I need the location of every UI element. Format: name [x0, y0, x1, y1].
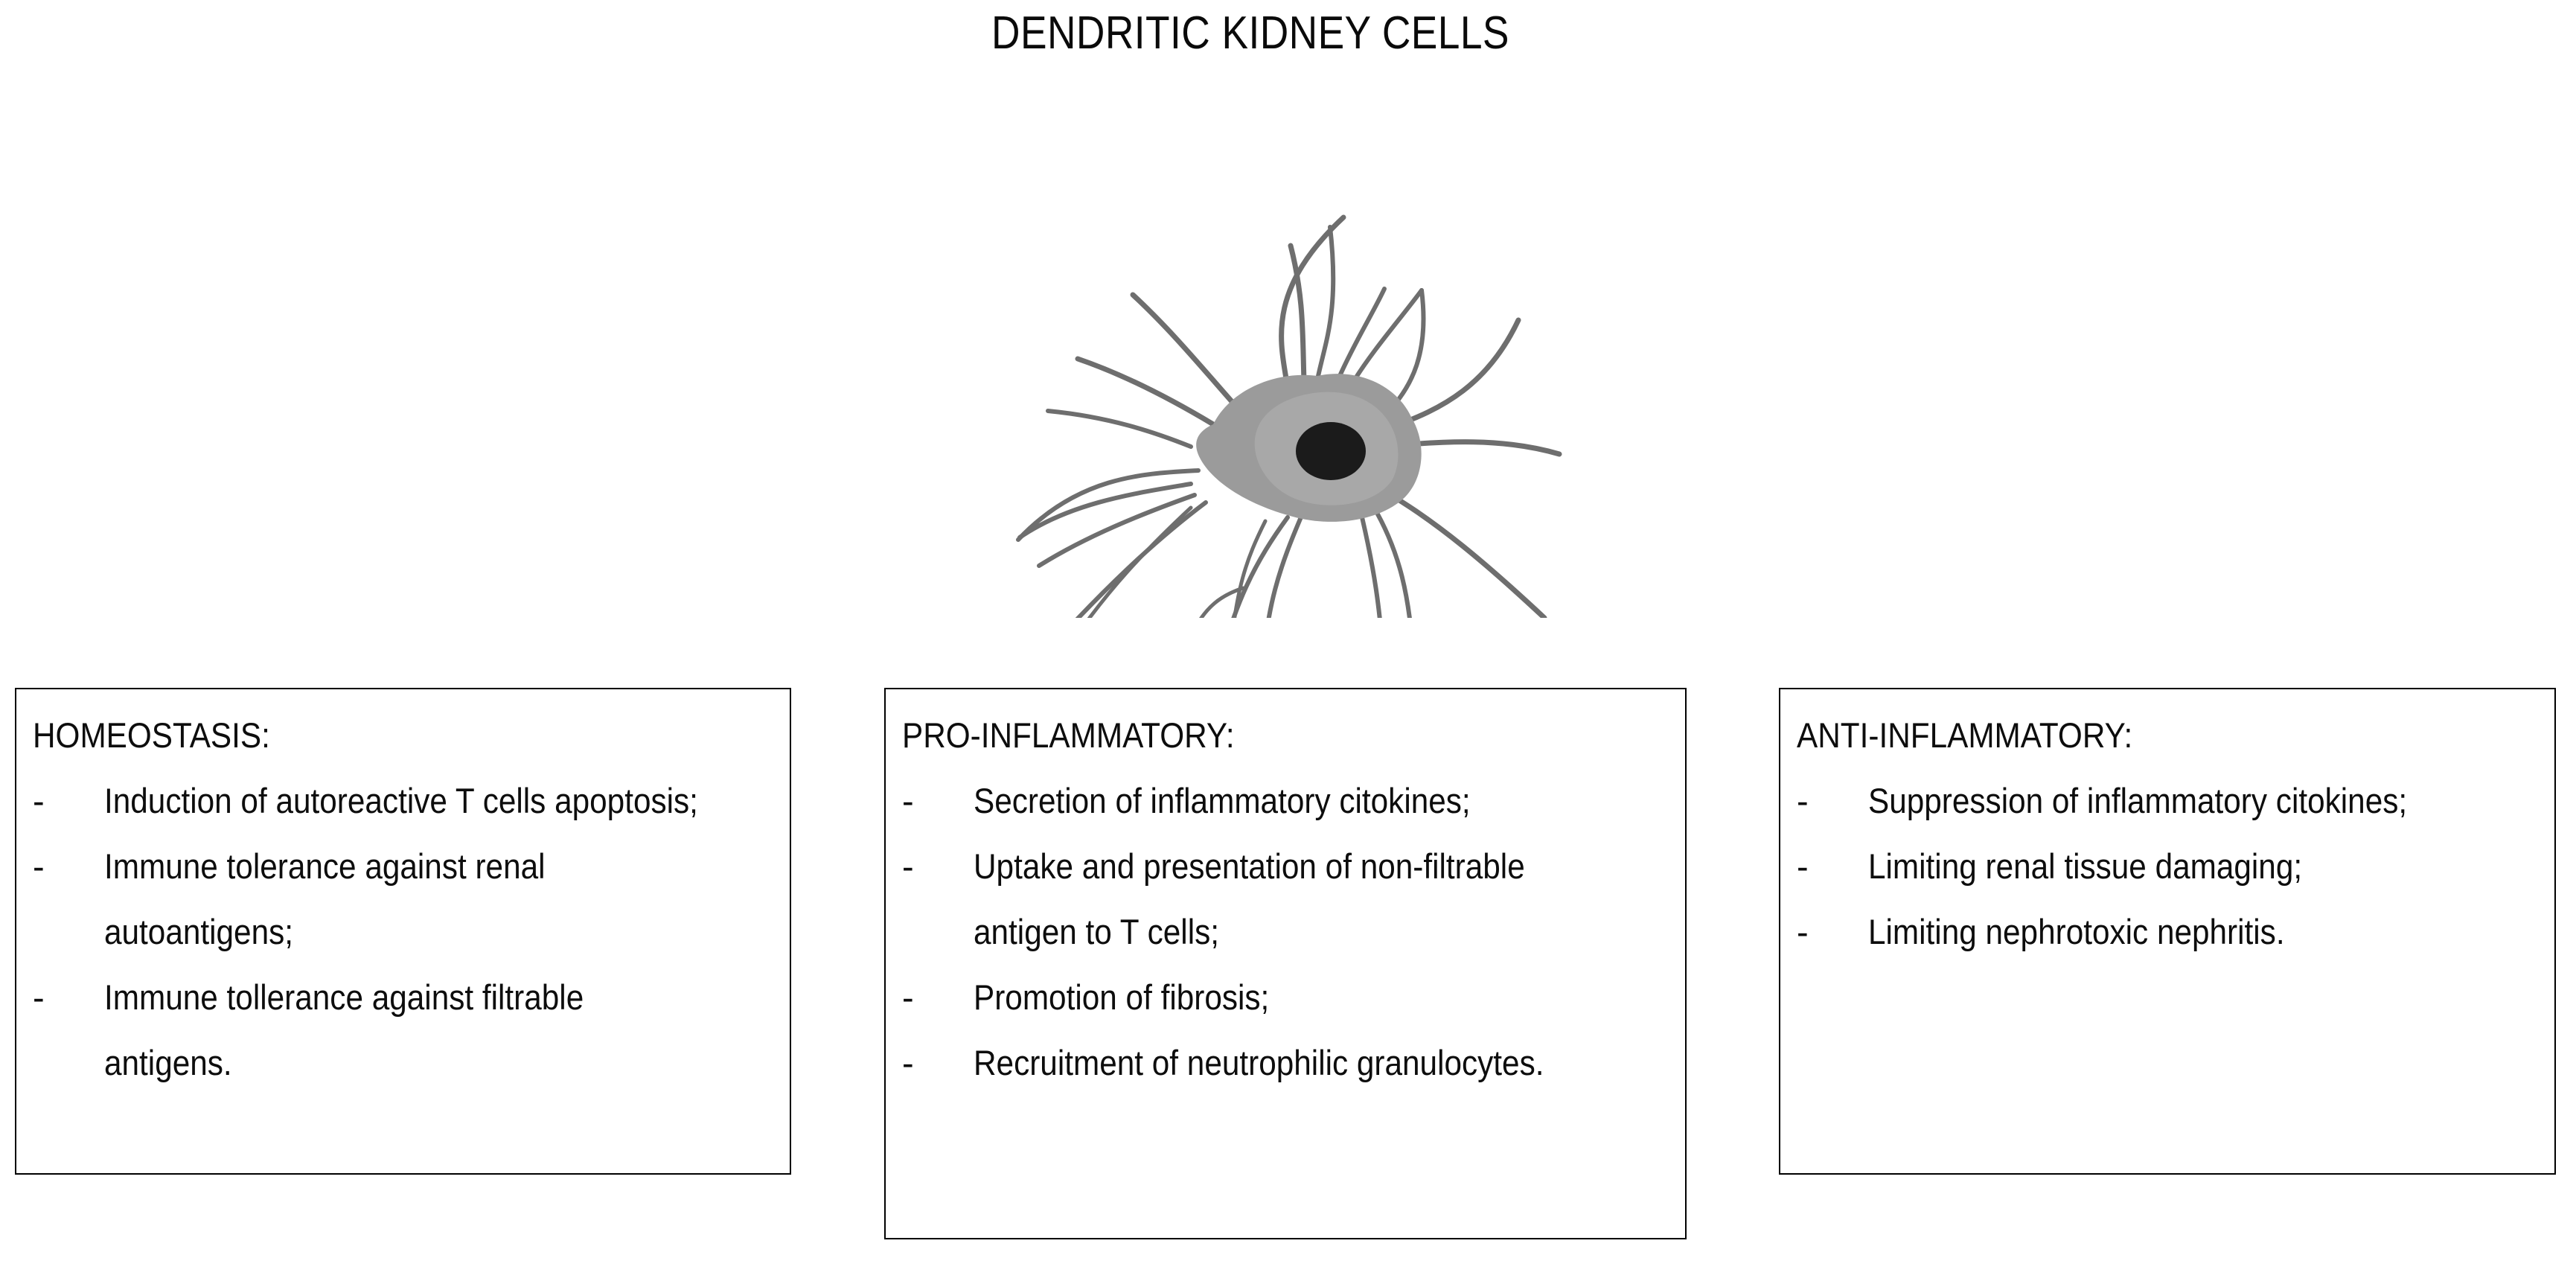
cell-nucleus [1296, 422, 1366, 480]
anti-inflammatory-heading: ANTI-INFLAMMATORY: [1797, 715, 2133, 755]
list-item-text: Limiting nephrotoxic nephritis. [1868, 912, 2285, 951]
list-item-text: Uptake and presentation of non-filtrable… [974, 846, 1525, 951]
list-item: - Induction of autoreactive T cells apop… [33, 768, 779, 834]
list-item-text: Limiting renal tissue damaging; [1868, 846, 2303, 886]
list-item-text: Immune tolerance against renal autoantig… [104, 846, 546, 951]
dendritic-cell-figure [968, 201, 1637, 618]
bullet-marker-icon: - [1797, 846, 1809, 886]
bullet-marker-icon: - [902, 1043, 914, 1082]
list-item: - Promotion of fibrosis; [902, 965, 1675, 1030]
bullet-marker-icon: - [1797, 781, 1809, 820]
anti-inflammatory-list: - Suppression of inflammatory citokines;… [1797, 768, 2544, 965]
homeostasis-heading: HOMEOSTASIS: [33, 715, 270, 755]
pro-inflammatory-box: PRO-INFLAMMATORY: - Secretion of inflamm… [884, 688, 1687, 1239]
list-item: - Immune tolerance against renal autoant… [33, 834, 779, 965]
list-item-text: Suppression of inflammatory citokines; [1868, 781, 2408, 820]
page-title: DENDRITIC KIDNEY CELLS [991, 7, 1509, 59]
list-item: - Suppression of inflammatory citokines; [1797, 768, 2544, 834]
list-item-text: Recruitment of neutrophilic granulocytes… [974, 1043, 1544, 1082]
bullet-marker-icon: - [902, 846, 914, 886]
homeostasis-box: HOMEOSTASIS: - Induction of autoreactive… [15, 688, 791, 1175]
pro-inflammatory-heading: PRO-INFLAMMATORY: [902, 715, 1235, 755]
list-item-text: Immune tollerance against filtrable anti… [104, 977, 584, 1082]
list-item: - Limiting nephrotoxic nephritis. [1797, 899, 2544, 965]
bullet-marker-icon: - [902, 977, 914, 1017]
bullet-marker-icon: - [902, 781, 914, 820]
list-item: - Secretion of inflammatory citokines; [902, 768, 1675, 834]
homeostasis-list: - Induction of autoreactive T cells apop… [33, 768, 779, 1096]
list-item-text: Promotion of fibrosis; [974, 977, 1270, 1017]
list-item: - Recruitment of neutrophilic granulocyt… [902, 1030, 1675, 1096]
anti-inflammatory-box: ANTI-INFLAMMATORY: - Suppression of infl… [1779, 688, 2556, 1175]
pro-inflammatory-list: - Secretion of inflammatory citokines; -… [902, 768, 1675, 1096]
bullet-marker-icon: - [33, 846, 45, 886]
bullet-marker-icon: - [33, 781, 45, 820]
list-item-text: Secretion of inflammatory citokines; [974, 781, 1471, 820]
list-item-text: Induction of autoreactive T cells apopto… [104, 781, 698, 820]
bullet-marker-icon: - [1797, 912, 1809, 951]
list-item: - Limiting renal tissue damaging; [1797, 834, 2544, 899]
list-item: - Immune tollerance against filtrable an… [33, 965, 779, 1096]
bullet-marker-icon: - [33, 977, 45, 1017]
list-item: - Uptake and presentation of non-filtrab… [902, 834, 1675, 965]
